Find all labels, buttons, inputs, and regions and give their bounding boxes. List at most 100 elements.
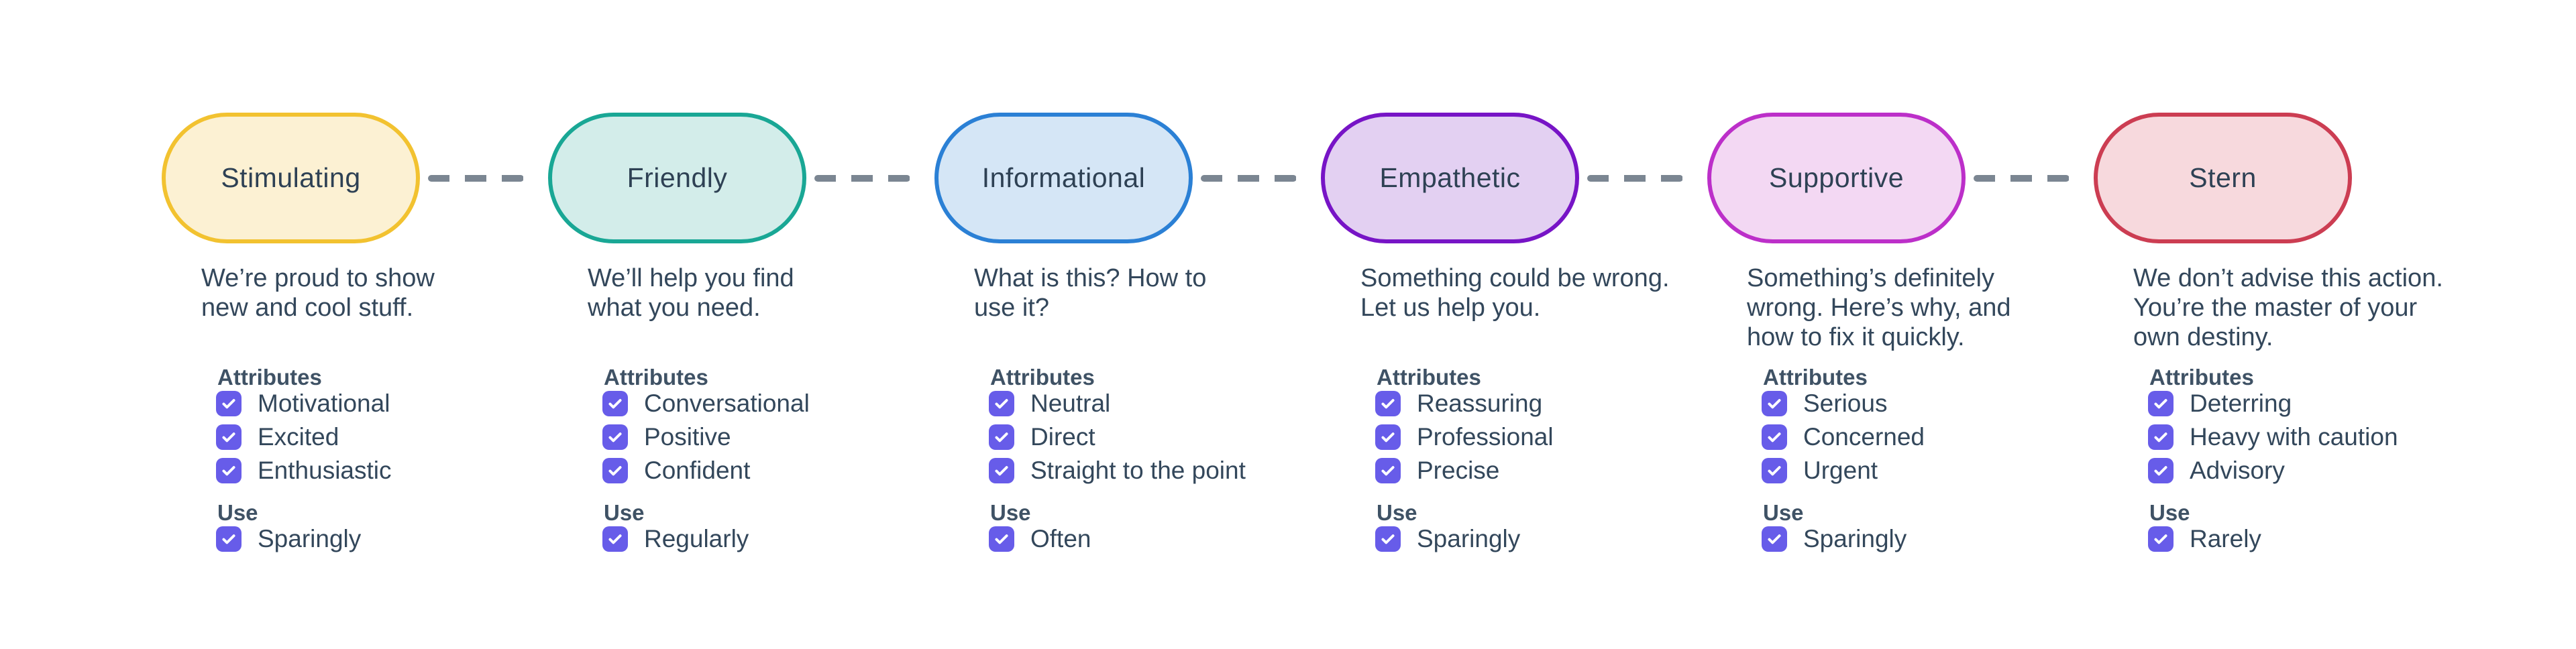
checkbox-checked[interactable] (2148, 424, 2174, 450)
tone-description: We’ll help you find what you need. (588, 264, 794, 322)
checkbox-checked[interactable] (1762, 458, 1787, 483)
checkbox-checked[interactable] (216, 458, 241, 483)
check-icon (222, 534, 235, 544)
tone-column-supportive: Supportive Something’s definitely wrong.… (1644, 0, 2070, 649)
check-icon (995, 399, 1008, 409)
checkbox-checked[interactable] (1375, 526, 1401, 552)
dashed-connector (814, 175, 910, 182)
attribute-row: Direct (989, 424, 1257, 450)
checkbox-checked[interactable] (1762, 424, 1787, 450)
dashed-connector (1201, 175, 1297, 182)
tone-column-empathetic: Empathetic Something could be wrong. Let… (1257, 0, 1683, 649)
attribute-row: Confident (602, 458, 871, 483)
tone-description: Something could be wrong. Let us help yo… (1360, 264, 1670, 322)
check-icon (2154, 432, 2167, 442)
checkbox-checked[interactable] (989, 424, 1014, 450)
attributes-header: Attributes (1763, 365, 1868, 390)
checkbox-checked[interactable] (1375, 458, 1401, 483)
check-icon (995, 432, 1008, 442)
attribute-label: Direct (1030, 423, 1095, 451)
use-header: Use (2149, 500, 2190, 525)
use-header: Use (1763, 500, 1804, 525)
checkbox-checked[interactable] (1375, 424, 1401, 450)
tone-description: Something’s definitely wrong. Here’s why… (1747, 264, 2011, 351)
check-icon (995, 534, 1008, 544)
attributes-header: Attributes (1377, 365, 1481, 390)
attribute-row: Professional (1375, 424, 1644, 450)
checkbox-checked[interactable] (602, 458, 628, 483)
check-icon (2154, 534, 2167, 544)
check-icon (995, 466, 1008, 476)
checkbox-checked[interactable] (989, 458, 1014, 483)
checkbox-checked[interactable] (989, 526, 1014, 552)
tone-pill: Empathetic (1321, 113, 1579, 243)
attribute-row: Serious (1762, 391, 2030, 416)
attribute-row: Precise (1375, 458, 1644, 483)
use-label: Sparingly (258, 525, 362, 552)
attribute-label: Straight to the point (1030, 457, 1246, 484)
checkbox-checked[interactable] (602, 391, 628, 416)
checkbox-checked[interactable] (1762, 526, 1787, 552)
attribute-row: Reassuring (1375, 391, 1644, 416)
tone-pill-label: Empathetic (1379, 162, 1521, 193)
use-row: Regularly (602, 526, 871, 552)
check-icon (1768, 534, 1781, 544)
attribute-label: Concerned (1803, 423, 1925, 451)
check-icon (2154, 466, 2167, 476)
attribute-row: Positive (602, 424, 871, 450)
check-icon (1381, 534, 1395, 544)
tone-description: We’re proud to show new and cool stuff. (201, 264, 435, 322)
attribute-label: Deterring (2190, 390, 2292, 417)
checkbox-checked[interactable] (216, 526, 241, 552)
attribute-row: Enthusiastic (216, 458, 484, 483)
attribute-label: Professional (1417, 423, 1554, 451)
attribute-label: Serious (1803, 390, 1888, 417)
tone-column-stimulating: Stimulating We’re proud to show new and … (98, 0, 524, 649)
use-label: Sparingly (1803, 525, 1907, 552)
attribute-row: Neutral (989, 391, 1257, 416)
use-label: Regularly (644, 525, 749, 552)
checkbox-checked[interactable] (2148, 391, 2174, 416)
tone-pill-label: Stern (2189, 162, 2257, 193)
attributes-header: Attributes (217, 365, 322, 390)
checkbox-checked[interactable] (216, 424, 241, 450)
tone-pill-label: Informational (981, 162, 1146, 193)
checkbox-checked[interactable] (1762, 391, 1787, 416)
check-icon (2154, 399, 2167, 409)
dashed-connector (1974, 175, 2070, 182)
attribute-row: Straight to the point (989, 458, 1257, 483)
tone-column-informational: Informational What is this? How to use i… (871, 0, 1297, 649)
tone-pill-label: Supportive (1768, 162, 1904, 193)
check-icon (1768, 466, 1781, 476)
check-icon (1768, 432, 1781, 442)
attribute-label: Urgent (1803, 457, 1878, 484)
attribute-label: Confident (644, 457, 751, 484)
use-header: Use (990, 500, 1031, 525)
tone-pill-label: Friendly (627, 162, 728, 193)
attribute-label: Heavy with caution (2190, 423, 2398, 451)
check-icon (608, 466, 622, 476)
checkbox-checked[interactable] (1375, 391, 1401, 416)
attribute-label: Reassuring (1417, 390, 1543, 417)
checkbox-checked[interactable] (602, 424, 628, 450)
tone-description: We don’t advise this action. You’re the … (2133, 264, 2443, 351)
use-row: Sparingly (216, 526, 484, 552)
checkbox-checked[interactable] (2148, 458, 2174, 483)
use-row: Sparingly (1375, 526, 1644, 552)
checkbox-checked[interactable] (602, 526, 628, 552)
check-icon (1381, 466, 1395, 476)
tone-pill-label: Stimulating (221, 162, 361, 193)
attribute-row: Concerned (1762, 424, 2030, 450)
tone-pill: Supportive (1707, 113, 1966, 243)
checkbox-checked[interactable] (989, 391, 1014, 416)
tone-pill: Informational (934, 113, 1193, 243)
use-row: Sparingly (1762, 526, 2030, 552)
use-label: Sparingly (1417, 525, 1521, 552)
check-icon (222, 432, 235, 442)
attribute-row: Excited (216, 424, 484, 450)
dashed-connector (428, 175, 524, 182)
checkbox-checked[interactable] (2148, 526, 2174, 552)
checkbox-checked[interactable] (216, 391, 241, 416)
use-label: Rarely (2190, 525, 2261, 552)
